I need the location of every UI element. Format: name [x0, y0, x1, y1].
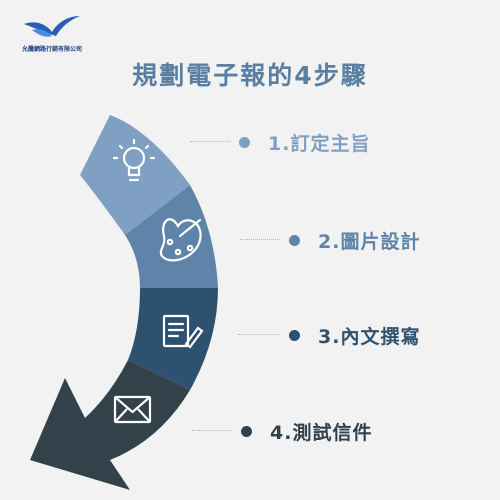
- step-1-label: 1.訂定主旨: [268, 133, 371, 155]
- envelope-icon: [113, 395, 152, 424]
- step-3: 3.內文撰寫: [289, 322, 420, 349]
- lightbulb-icon: [112, 138, 156, 182]
- leader-line-3: [238, 334, 280, 335]
- company-name: 允騰網路行銷有限公司: [21, 46, 82, 53]
- eagle-logo-icon: [24, 16, 80, 37]
- step-4-label: 4.測試信件: [270, 422, 373, 444]
- company-logo: 允騰網路行銷有限公司: [12, 10, 92, 54]
- step-4: 4.測試信件: [241, 418, 372, 445]
- leader-line-1: [190, 141, 230, 142]
- arrow-segment-4: [30, 360, 190, 490]
- arrow-segment-2: [125, 185, 218, 288]
- step-3-label: 3.內文撰寫: [318, 326, 421, 348]
- step-2-dot: [289, 235, 300, 246]
- document-edit-icon: [162, 314, 204, 349]
- arrow-segment-3: [128, 288, 218, 390]
- step-2: 2.圖片設計: [289, 227, 420, 254]
- step-1: 1.訂定主旨: [239, 129, 370, 156]
- palette-icon: [159, 218, 202, 262]
- step-2-label: 2.圖片設計: [318, 231, 421, 253]
- step-4-dot: [241, 426, 252, 437]
- page-title: 規劃電子報的4步驟: [132, 61, 368, 90]
- step-3-dot: [289, 330, 300, 341]
- leader-line-4: [192, 430, 232, 431]
- leader-line-2: [240, 239, 280, 240]
- step-1-dot: [239, 137, 250, 148]
